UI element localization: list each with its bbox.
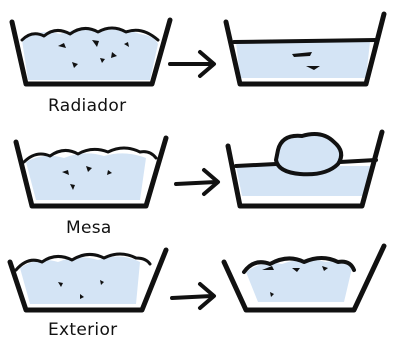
row-radiador <box>12 14 384 84</box>
label-radiador: Radiador <box>48 96 126 116</box>
row-exterior <box>10 246 384 310</box>
basin-ice-before-exterior <box>10 250 166 310</box>
basin-ice-before-radiador <box>12 20 170 84</box>
row-mesa <box>16 132 382 206</box>
arrow-radiador <box>170 52 214 76</box>
basin-water-after-radiador <box>226 14 384 84</box>
label-mesa: Mesa <box>66 218 112 238</box>
arrow-exterior <box>172 284 214 308</box>
basin-floating-ice-after-mesa <box>228 132 382 206</box>
label-exterior: Exterior <box>48 320 117 340</box>
basin-ice-after-exterior <box>224 246 384 310</box>
basin-ice-before-mesa <box>16 138 166 206</box>
arrow-mesa <box>176 170 218 194</box>
